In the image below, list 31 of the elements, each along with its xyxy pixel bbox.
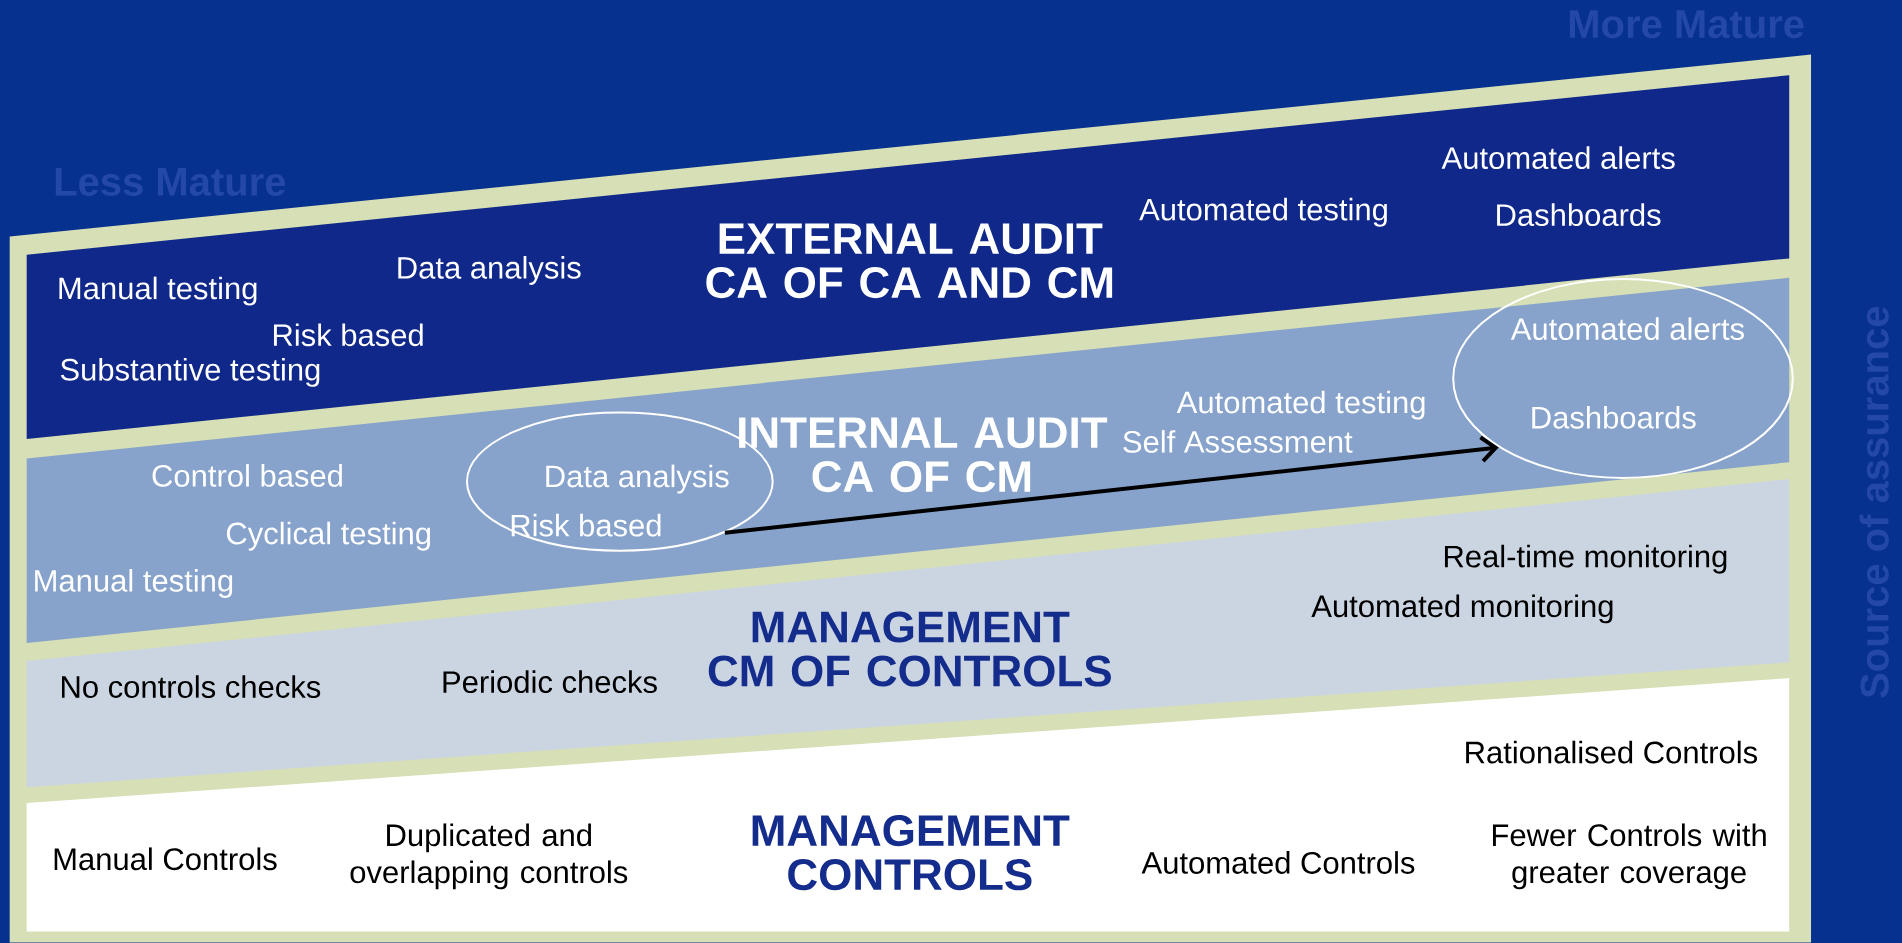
practice-label: Control based — [152, 464, 342, 487]
practice-label: Automated Controls — [1141, 851, 1415, 874]
practice-label: Cyclical testing — [226, 521, 430, 551]
band-heading: INTERNAL AUDIT CA OF CM — [739, 417, 1108, 493]
practice-label: Manual Controls — [54, 847, 277, 871]
practice-label: Automated alerts — [1441, 146, 1675, 170]
band-heading: MANAGEMENT CONTROLS — [752, 815, 1070, 891]
practice-label: No controls checks — [62, 675, 321, 698]
practice-label: Risk based — [273, 323, 423, 347]
practice-label: Periodic checks — [443, 670, 657, 694]
practice-label: Automated alerts — [1510, 317, 1744, 341]
practice-label: Self Assessment — [1123, 430, 1353, 453]
practice-label: Real-time monitoring — [1444, 544, 1727, 574]
band-heading: MANAGEMENT CM OF CONTROLS — [708, 611, 1111, 687]
practice-label: Manual testing — [59, 276, 257, 306]
arrow — [724, 435, 1499, 535]
practice-label: Risk based — [511, 513, 661, 537]
practice-label: Duplicated and overlapping controls — [350, 823, 628, 890]
practice-label: Dashboards — [1497, 203, 1661, 227]
practice-label: Manual testing — [35, 569, 233, 598]
practice-label: Data analysis — [546, 464, 729, 494]
practice-label: Rationalised Controls — [1466, 740, 1758, 764]
practice-label: Data analysis — [398, 256, 581, 285]
practice-label: Fewer Controls with greater coverage — [1493, 823, 1766, 890]
practice-label: Substantive testing — [60, 357, 320, 387]
practice-label: Automated monitoring — [1311, 594, 1613, 624]
ellipse-outline — [1452, 278, 1794, 479]
practice-label: Automated testing — [1139, 197, 1387, 227]
band-heading: EXTERNAL AUDIT CA OF CA AND CM — [706, 223, 1113, 299]
practice-label: Automated testing — [1176, 390, 1425, 420]
practice-label: Dashboards — [1532, 405, 1696, 429]
